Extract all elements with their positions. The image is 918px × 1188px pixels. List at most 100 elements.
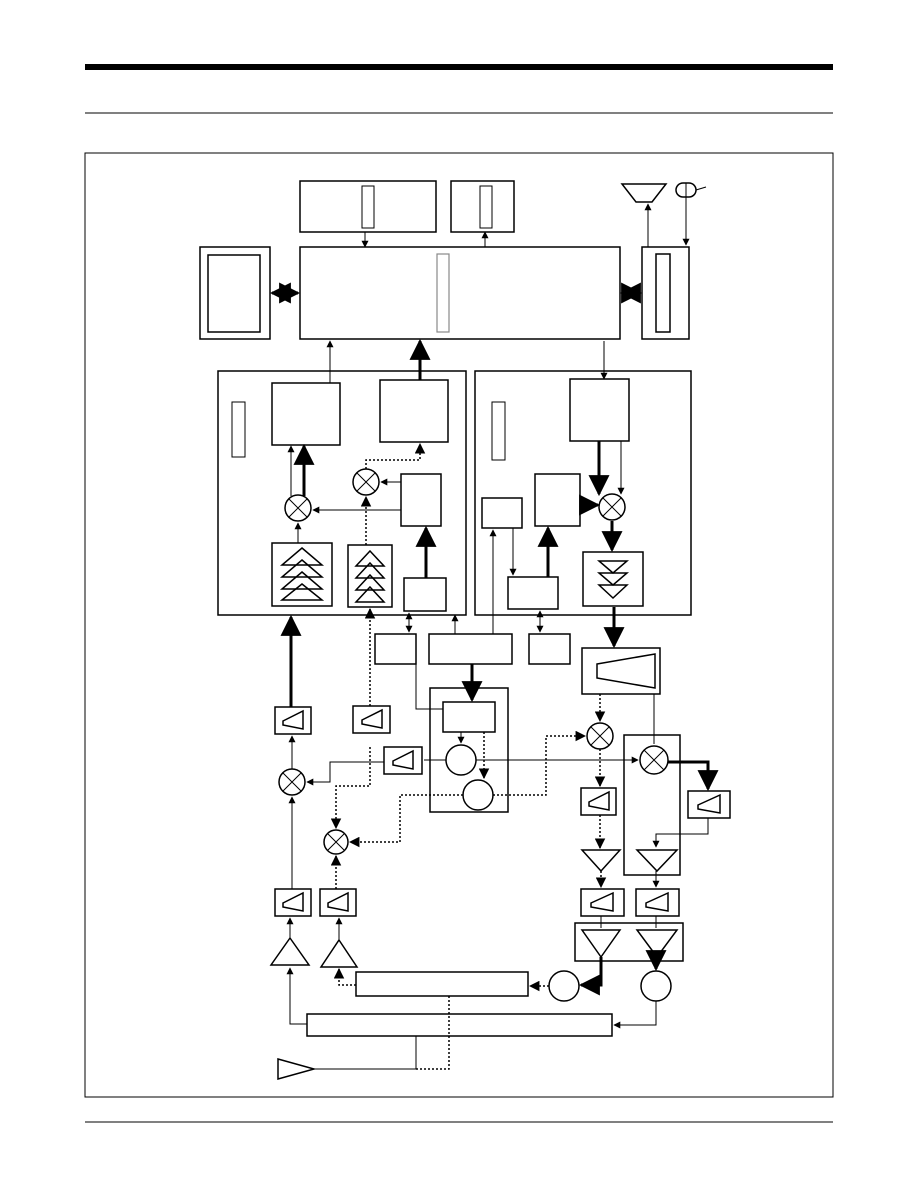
lna-q-icon	[319, 938, 359, 968]
tx-amp2-icon	[596, 572, 630, 586]
rx-rf-filter-q-icon	[327, 891, 349, 912]
rx-down-mixer-q-cross	[327, 833, 345, 851]
tx-amp1-icon	[596, 560, 630, 574]
rx-down-mixer-i-cross	[282, 772, 302, 792]
rx-if-filter-i	[274, 706, 312, 735]
amp-a2-icon	[279, 559, 325, 578]
ref-osc-circle-b	[462, 779, 494, 811]
display-block-inner	[207, 254, 261, 333]
refosc-b-to-mixer-q	[348, 794, 463, 848]
tx-pll-block	[507, 576, 559, 610]
tx-ref-block	[481, 497, 523, 529]
rx-if-filter-i-icon	[282, 709, 304, 730]
audio-codec-block	[641, 246, 690, 340]
receiver-ic-frame	[217, 370, 467, 616]
tx-vco-block	[534, 473, 581, 527]
rx-down-mixer-q	[323, 829, 349, 855]
tx-rf-filter-b	[635, 888, 680, 917]
synth-to-refosc	[415, 664, 443, 710]
top-right-memory-block	[450, 180, 515, 233]
rx-if-filter-q	[352, 705, 391, 734]
amp-b3-icon	[354, 573, 386, 591]
tx-driver-b-icon	[635, 849, 679, 873]
tx-synth-block	[528, 633, 571, 665]
amp-b1-icon	[354, 549, 386, 567]
rx-lo-filter-icon	[392, 749, 414, 770]
tx-bandpass-icon	[596, 653, 656, 689]
tx-filter-a	[580, 787, 617, 816]
isolator-a	[548, 970, 580, 1002]
mic-wire	[695, 186, 707, 191]
tx-up-mixer-b	[639, 745, 669, 775]
diagram-frame	[84, 152, 834, 1098]
ref-osc-circle-a	[445, 744, 477, 776]
audio-codec-inner	[655, 253, 671, 333]
amp-b2-icon	[354, 561, 386, 579]
dac-block	[569, 378, 630, 442]
mixer-q-to-adc	[365, 442, 426, 469]
power-amp-module	[574, 922, 684, 962]
tx-up-mixer-a-cross	[590, 726, 610, 746]
rx-mixer-q-cross	[356, 472, 376, 492]
tx-module-right	[623, 734, 681, 876]
amp-a4-icon	[279, 583, 325, 601]
amp-b4-icon	[354, 585, 386, 603]
isolator-b-to-duplexer	[613, 1001, 657, 1029]
lofilter-to-mixer-i	[306, 761, 384, 786]
lna-i-icon	[269, 936, 311, 966]
transmitter-ic-frame	[474, 370, 692, 616]
tx-filter-a-icon	[588, 790, 610, 811]
rx-amp-stack-a	[271, 542, 333, 607]
rx-mixer-i	[284, 494, 312, 522]
antenna-feed-dotted	[416, 996, 450, 1070]
adc-block-right	[379, 379, 449, 443]
main-processor-block	[299, 246, 621, 340]
amp-a3-icon	[279, 571, 325, 590]
top-left-memory-slot	[361, 185, 375, 229]
ref-osc-block	[442, 701, 496, 733]
tx-amp3-icon	[597, 584, 629, 600]
tx-filter-b	[687, 790, 731, 819]
antenna-icon	[277, 1058, 317, 1080]
top-rule-thick	[85, 64, 833, 70]
tx-rf-filter-a	[580, 888, 625, 917]
duplexer-to-lna-q	[333, 967, 356, 986]
rx-rf-filter-i-icon	[282, 891, 304, 912]
tx-rf-filter-b-icon	[645, 891, 669, 912]
top-left-memory-block	[299, 180, 437, 233]
rx-mixer-i-cross	[288, 498, 308, 518]
amp-a1-icon	[279, 547, 325, 566]
rx-rf-filter-i	[274, 888, 312, 917]
duplexer-lower	[306, 1013, 613, 1037]
rx-if-filter-q-icon	[361, 708, 383, 729]
tx-mixer-cross	[602, 497, 622, 517]
ref-osc-module	[429, 687, 509, 813]
duplexer-to-lna-i	[286, 967, 307, 1025]
power-amp-a-icon	[580, 929, 622, 959]
rx-lo-filter	[383, 746, 423, 775]
rx-amp-stack-b	[347, 544, 393, 608]
rx-synth-block	[374, 633, 417, 665]
tx-driver-a-icon	[580, 849, 622, 873]
main-processor-inner	[436, 253, 450, 333]
refosc-b-to-upmix-a	[493, 730, 587, 796]
lo-dotted-to-mixer-q	[330, 747, 371, 830]
antenna-feed	[314, 1036, 417, 1070]
isolator-b	[640, 970, 672, 1002]
rx-rf-filter-q	[319, 888, 357, 917]
receiver-ic-label-slot	[231, 401, 246, 458]
tx-filter-b-icon	[697, 793, 721, 814]
speaker-icon	[620, 183, 668, 203]
tx-ic-label-slot	[491, 401, 506, 461]
duplexer-upper	[355, 971, 529, 997]
top-right-memory-slot	[479, 185, 493, 229]
pa-a-to-isolator	[578, 957, 603, 996]
power-amp-b-icon	[635, 929, 679, 959]
rx-pll-block	[403, 577, 447, 612]
tx-rf-filter-a-icon	[590, 891, 614, 912]
rx-vco-block	[400, 473, 442, 527]
tx-up-mixer-b-cross	[643, 749, 665, 771]
control-logic-block	[428, 633, 513, 665]
